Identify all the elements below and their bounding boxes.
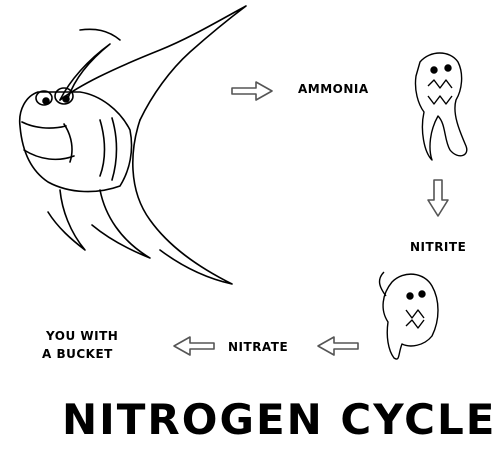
- label-nitrate: NITRATE: [228, 340, 289, 354]
- label-you-with-a-bucket-line1: YOU WITH: [46, 329, 119, 343]
- label-ammonia: AMMONIA: [298, 82, 369, 96]
- arrow-nitrate-to-you: [173, 336, 215, 356]
- ammonia-creature-illustration: [414, 52, 468, 161]
- arrow-ammonia-to-nitrite: [427, 179, 449, 217]
- nitrite-creature-illustration: [378, 271, 439, 360]
- fish-illustration: [18, 5, 247, 285]
- page-title: NITROGEN CYCLE: [62, 395, 497, 444]
- label-nitrite: NITRITE: [410, 240, 467, 254]
- arrow-nitrite-to-nitrate: [317, 336, 359, 356]
- arrow-fish-to-ammonia: [231, 81, 273, 101]
- label-you-with-a-bucket-line2: A BUCKET: [42, 347, 113, 361]
